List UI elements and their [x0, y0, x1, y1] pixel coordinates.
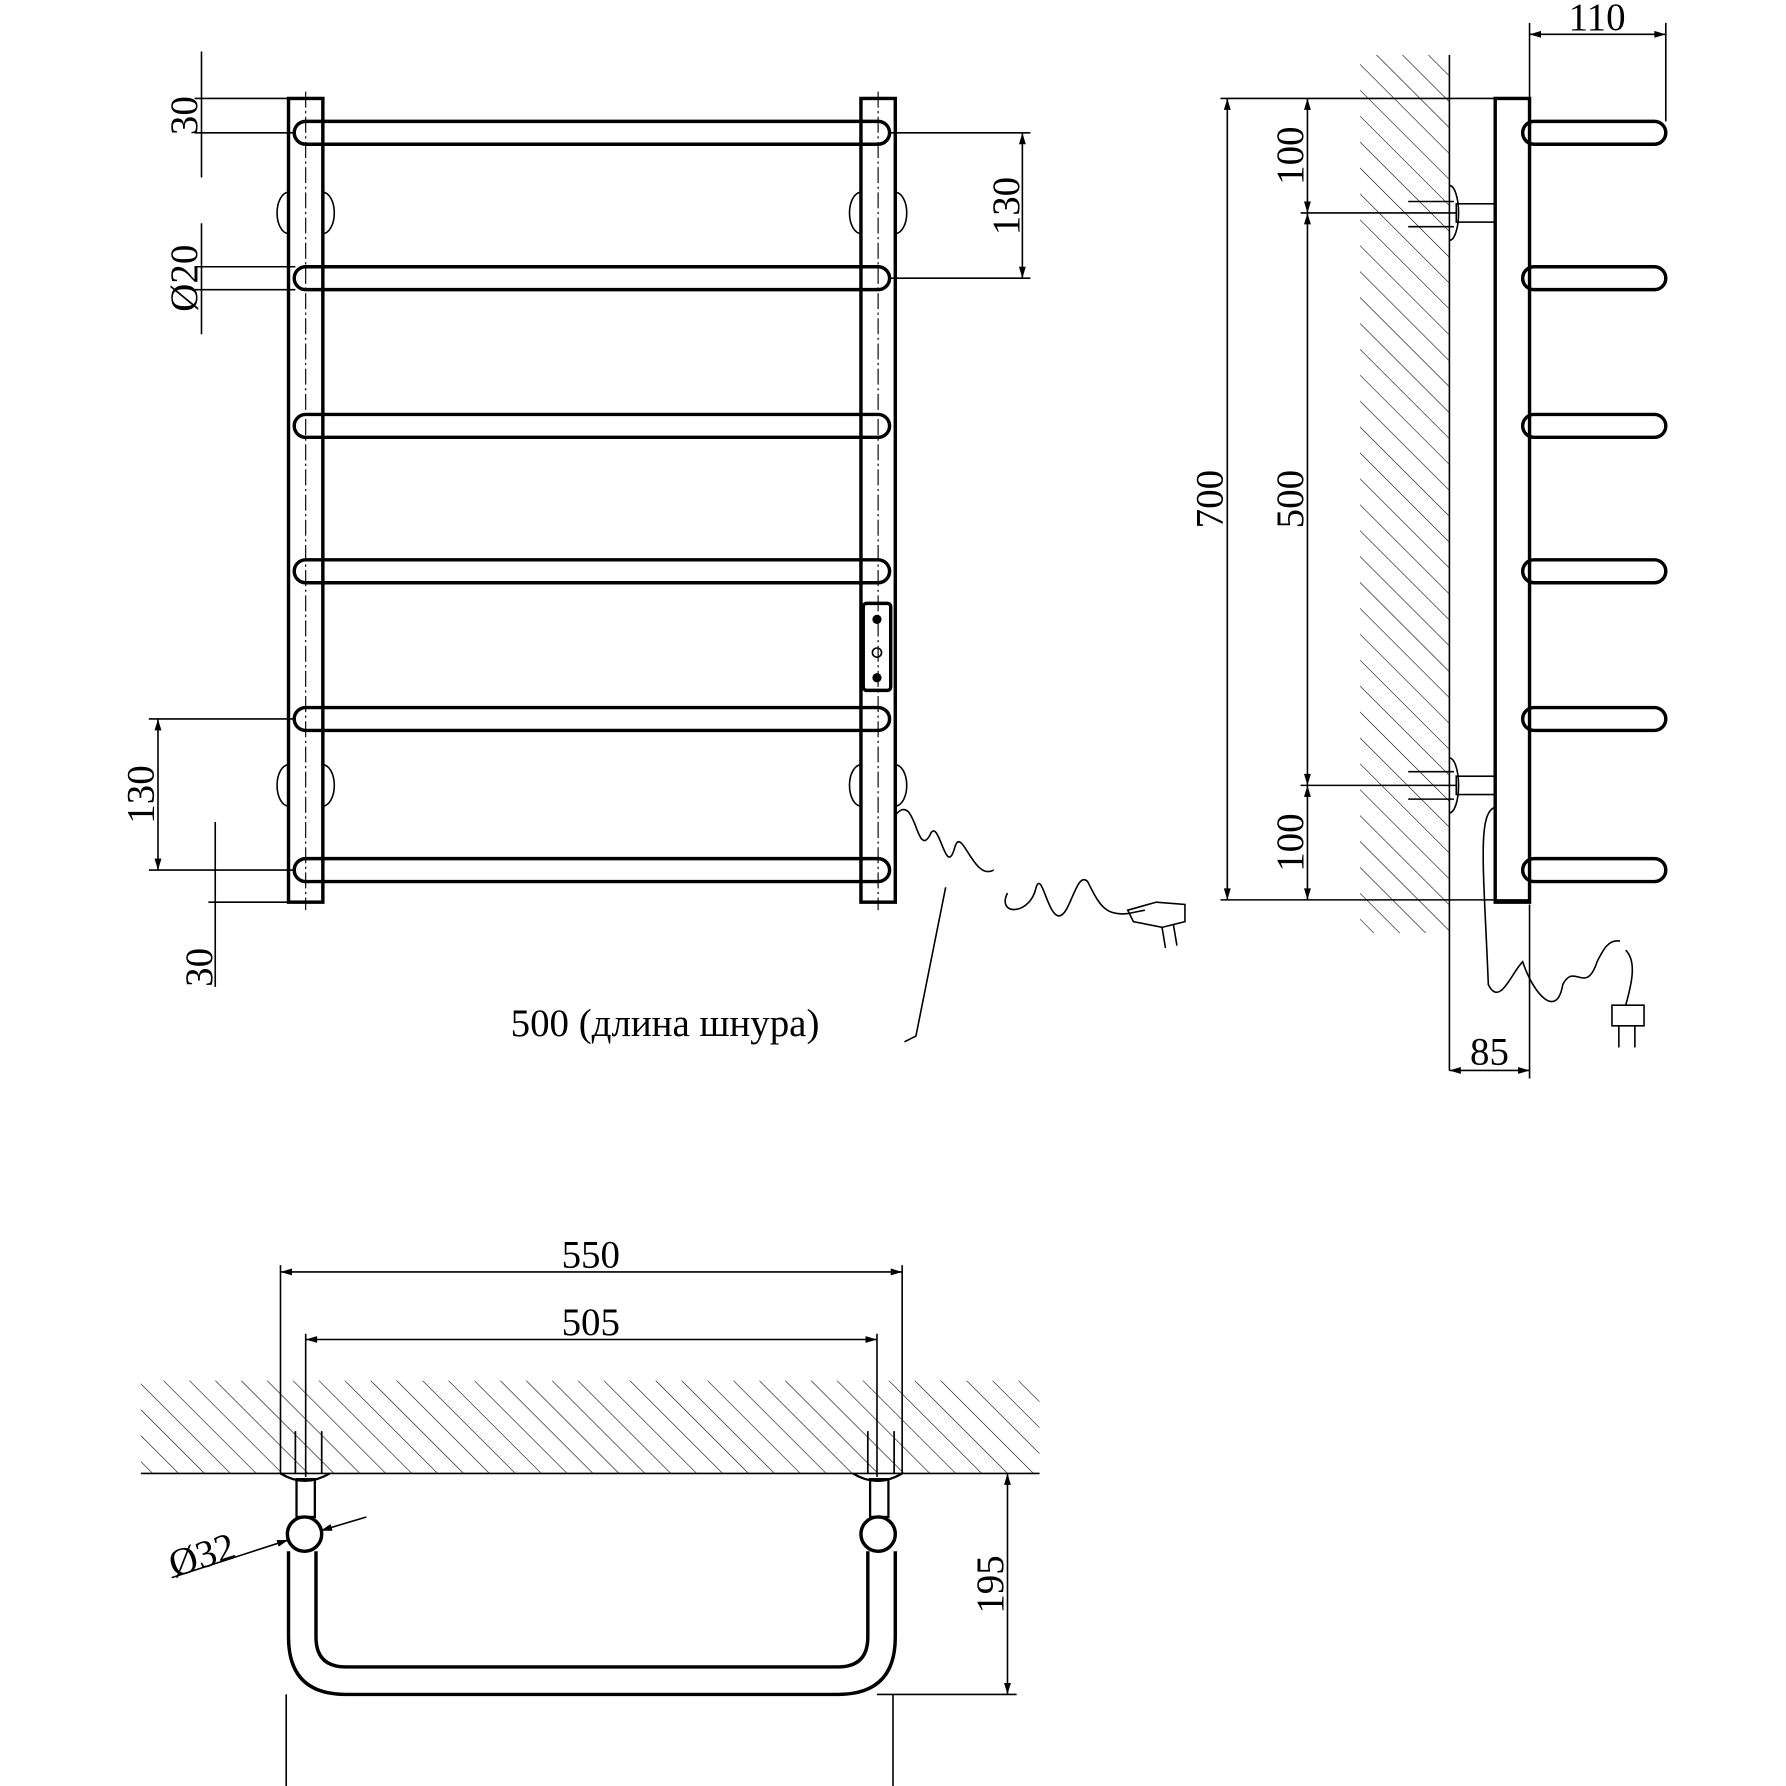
side-mounts [1408, 184, 1645, 1048]
dim-bottom-spacing: 130 [119, 765, 162, 823]
power-cord [894, 808, 1146, 917]
dim-height: 700 [1189, 470, 1232, 528]
dim-overall-width: 550 [562, 1233, 620, 1276]
side-upright [1493, 96, 1532, 904]
dim-bottom-mount: 100 [1269, 813, 1312, 871]
dim-top-mount: 100 [1269, 127, 1312, 185]
front-view: 30 Ø20 130 130 30 500 (длина шнура) [119, 51, 1186, 1045]
dim-depth: 110 [1569, 0, 1626, 39]
u-shaped-rail [279, 1431, 903, 1697]
dim-depth-top: 195 [969, 1555, 1012, 1613]
top-view: 550 505 535 195 Ø32 [140, 1233, 1040, 1786]
side-view: 110 700 100 500 100 85 [1189, 0, 1668, 1079]
plug-icon [1126, 901, 1186, 949]
dim-wall-offset: 85 [1470, 1031, 1509, 1074]
dim-top-offset: 30 [163, 96, 206, 135]
dim-bottom-offset: 30 [178, 948, 221, 987]
dim-upright-diameter: Ø32 [164, 1525, 241, 1587]
dim-mount-width: 505 [562, 1301, 620, 1344]
dim-bottom-width: 535 [562, 1779, 620, 1786]
cord-length-label: 500 (длина шнура) [511, 1002, 820, 1045]
side-rails [1520, 119, 1668, 884]
dim-mount-spacing: 500 [1269, 470, 1312, 528]
wall-mounts [276, 191, 908, 807]
rails [292, 119, 892, 884]
dim-top-spacing: 130 [985, 177, 1028, 235]
wall-hatch-top [140, 1380, 1040, 1474]
dim-rail-diameter: Ø20 [163, 245, 206, 312]
wall-hatch [1360, 54, 1450, 934]
thermostat-box [861, 601, 893, 693]
